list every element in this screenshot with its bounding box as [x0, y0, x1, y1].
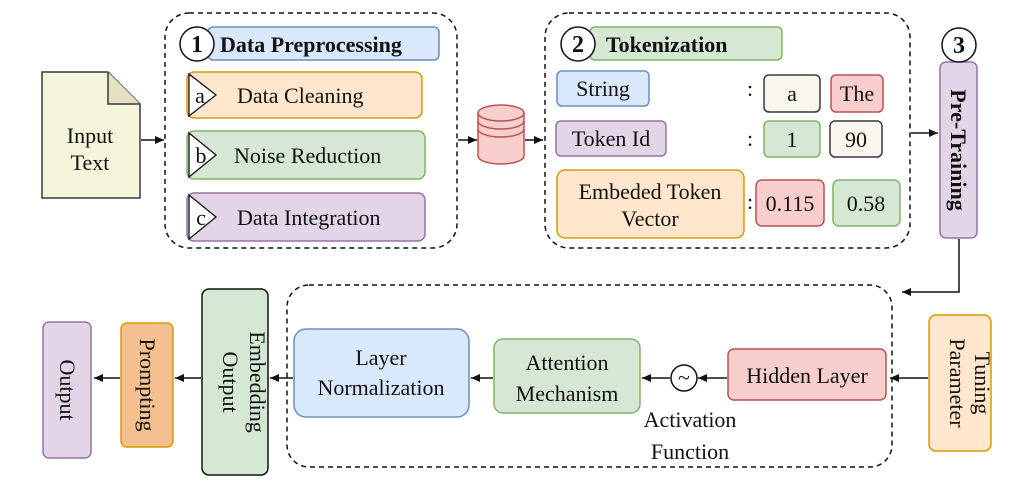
prompting-box: Prompting — [120, 322, 174, 448]
attention-label-1: Attention — [525, 350, 608, 375]
step-2-circle — [560, 26, 596, 62]
step-letter-c: c — [196, 205, 206, 230]
embedded-vector-label-1: Embeded Token — [579, 179, 722, 204]
play-icon — [188, 193, 218, 241]
noise-reduction-label: Noise Reduction — [234, 143, 381, 168]
database-icon — [477, 104, 525, 165]
pre-training-label: Pre-Training — [946, 89, 971, 210]
step-letter-a: a — [195, 83, 205, 108]
noise-reduction-box: b Noise Reduction — [186, 130, 426, 180]
step-3-circle — [941, 27, 977, 63]
output-embedding-box: Output Embedding — [201, 288, 270, 476]
activation-symbol: ~ — [678, 365, 690, 390]
prompting-label: Prompting — [135, 339, 160, 432]
vector-value-0115: 0.115 — [766, 191, 815, 216]
tokenization-section: 2 Tokenization String : a The Token Id :… — [544, 12, 911, 249]
step-2-number: 2 — [572, 32, 584, 58]
token-id-label-box — [555, 120, 667, 157]
step-1-circle — [179, 26, 215, 62]
string-value-a: a — [787, 81, 797, 106]
tokenization-title: Tokenization — [606, 32, 727, 57]
data-cleaning-box: a Data Cleaning — [186, 71, 423, 119]
hidden-layer-box: Hidden Layer — [727, 348, 887, 401]
input-text-document: Input Text — [41, 71, 141, 199]
attention-label-2: Mechanism — [516, 381, 619, 406]
data-integration-box: c Data Integration — [186, 192, 426, 242]
token-id-value-1: 1 — [787, 127, 798, 152]
output-embedding-label-2: Embedding — [245, 331, 270, 432]
output-label: Output — [55, 359, 80, 420]
vector-value-058: 0.58 — [847, 191, 886, 216]
attention-mechanism-box: Attention Mechanism — [493, 338, 641, 414]
input-text-label-2: Text — [71, 150, 110, 175]
string-label: String — [576, 76, 630, 101]
transformer-dashed-frame — [286, 284, 893, 468]
activation-label-1: Activation — [644, 407, 737, 432]
tokenization-dashed-frame — [544, 12, 911, 249]
data-integration-label: Data Integration — [237, 205, 381, 230]
input-text-label-1: Input — [67, 123, 113, 148]
token-id-colon: : — [747, 126, 753, 151]
play-icon — [188, 72, 218, 118]
hidden-layer-label: Hidden Layer — [746, 363, 868, 388]
layer-normalization-box: Layer Normalization — [293, 328, 470, 418]
activation-function-icon: ~ — [670, 364, 698, 392]
step-letter-b: b — [196, 143, 207, 168]
token-id-value-90: 90 — [845, 127, 867, 152]
parameter-tuning-box: Parameter Tuning — [928, 314, 995, 452]
vector-value-0115-box — [755, 179, 825, 227]
play-icon — [188, 131, 218, 179]
activation-label-2: Function — [651, 439, 729, 464]
arrow-pretraining-to-transformer — [902, 239, 960, 296]
embedded-vector-colon: : — [747, 189, 753, 214]
embedded-vector-label-2: Vector — [621, 206, 679, 231]
token-id-value-90-box — [829, 120, 883, 158]
preprocessing-title: Data Preprocessing — [220, 32, 402, 57]
output-box: Output — [42, 321, 92, 459]
string-value-the: The — [840, 81, 874, 106]
string-value-the-box — [830, 74, 884, 113]
layer-norm-label-2: Normalization — [317, 375, 444, 400]
embedded-vector-label-box — [556, 169, 745, 239]
string-value-a-box — [763, 74, 821, 113]
string-label-box — [556, 70, 650, 107]
output-embedding-label-1: Output — [218, 351, 243, 412]
string-colon: : — [747, 76, 753, 101]
parameter-tuning-label-2: Tuning — [970, 352, 995, 415]
data-preprocessing-section: 1 Data Preprocessing a Data Cleaning b N… — [164, 12, 458, 249]
data-cleaning-label: Data Cleaning — [237, 83, 363, 108]
token-id-label: Token Id — [572, 126, 651, 151]
layer-norm-label-1: Layer — [355, 345, 407, 370]
parameter-tuning-label-1: Parameter — [945, 338, 970, 428]
step-1-number: 1 — [191, 32, 203, 58]
step-3-number: 3 — [953, 33, 965, 59]
preprocessing-dashed-frame — [164, 12, 458, 249]
pre-training-box: 3 Pre-Training — [939, 27, 978, 239]
vector-value-058-box — [832, 179, 901, 227]
token-id-value-1-box — [763, 120, 821, 158]
